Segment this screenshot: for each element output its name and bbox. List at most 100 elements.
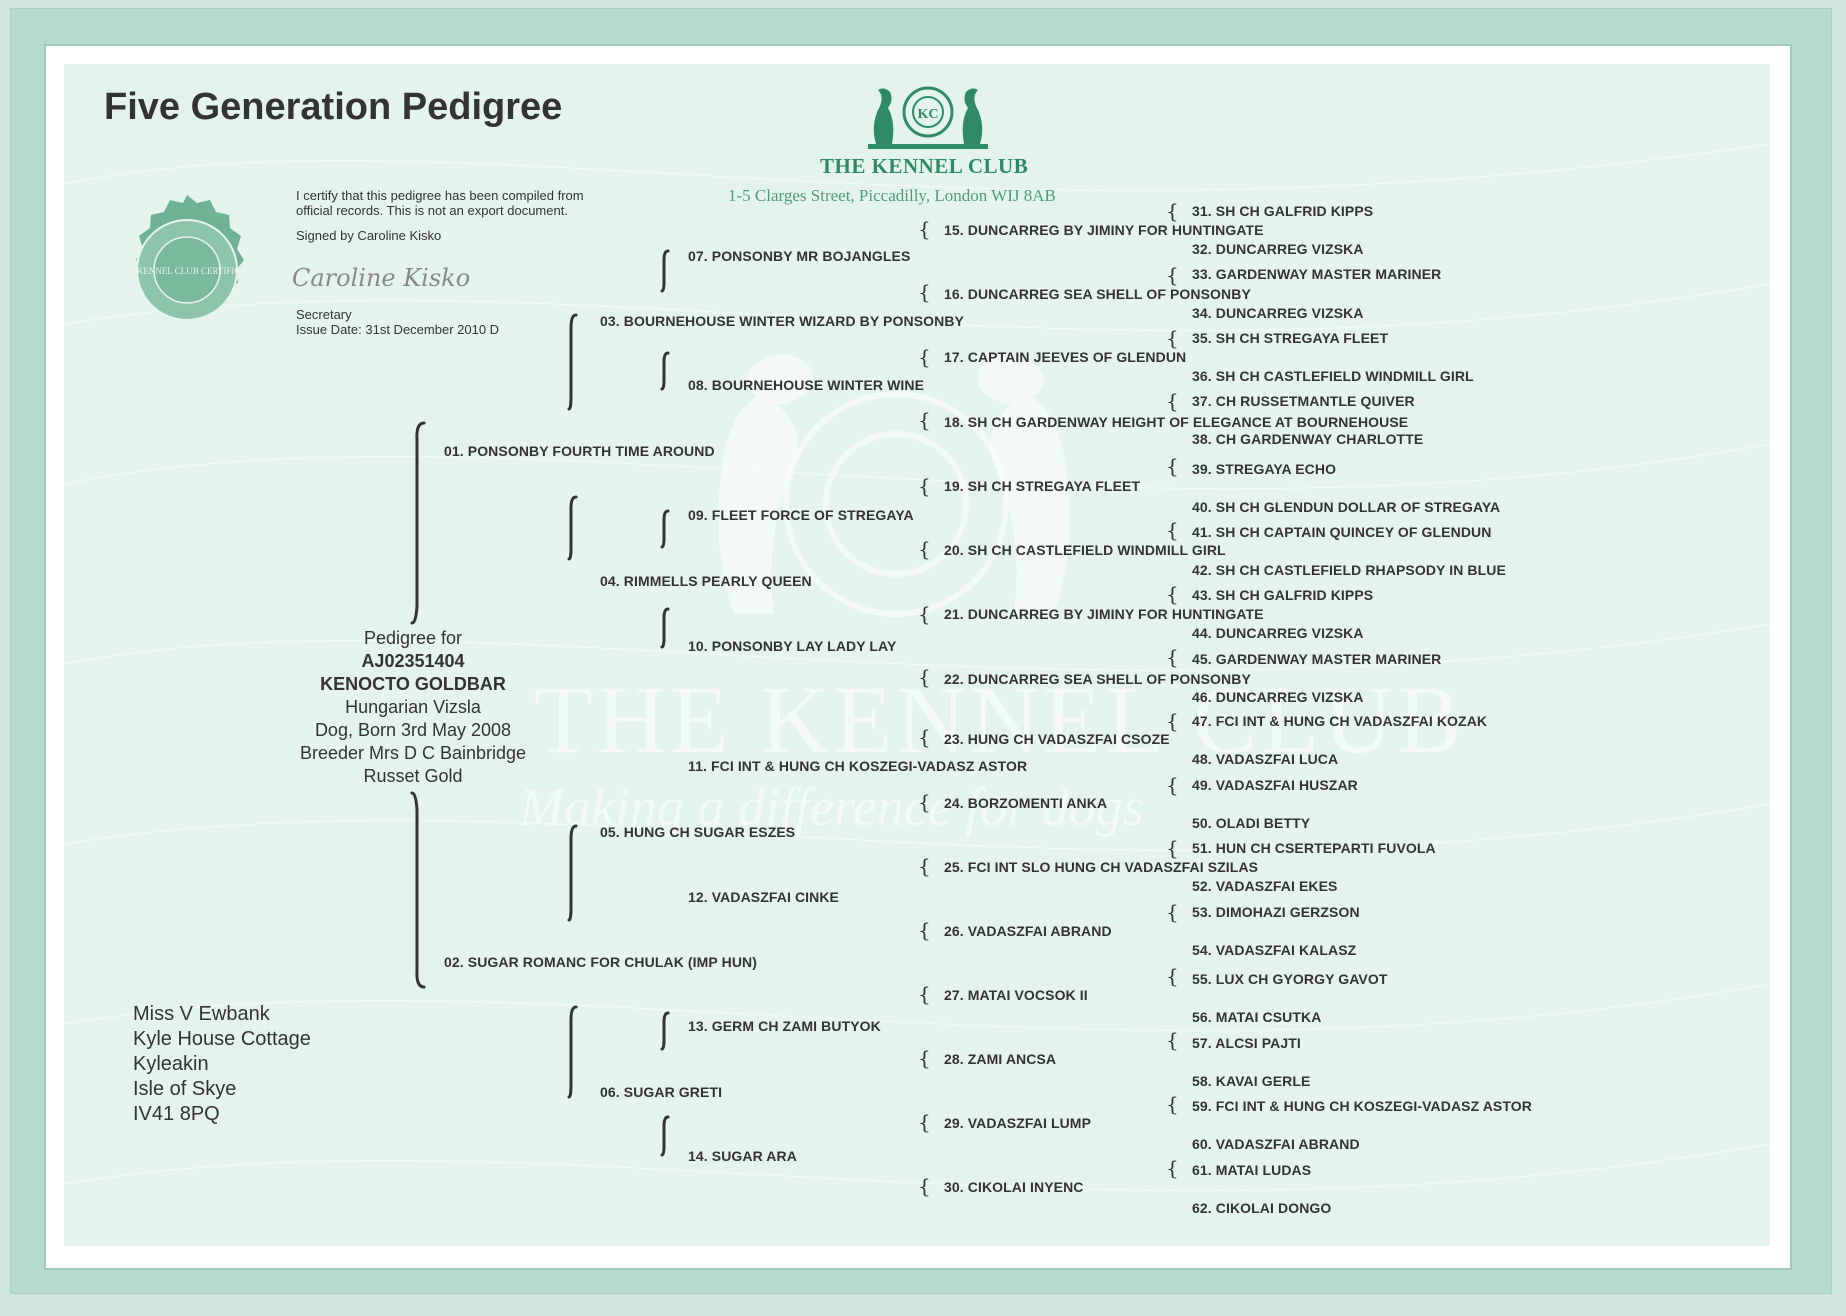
certification-line-2: official records. This is not an export … bbox=[296, 203, 568, 218]
gen5-ancestor-40: 40. SH CH GLENDUN DOLLAR OF STREGAYA bbox=[1192, 499, 1501, 515]
gen5-ancestor-33: 33. GARDENWAY MASTER MARINER bbox=[1192, 266, 1442, 282]
owner-line-1: Miss V Ewbank bbox=[133, 1003, 270, 1025]
subject-breeder: Breeder Mrs D C Bainbridge bbox=[299, 743, 527, 763]
kennel-club-logo: KC bbox=[868, 86, 988, 149]
gen4-ancestor-30: 30. CIKOLAI INYENC bbox=[944, 1179, 1084, 1195]
gen5-ancestor-58: 58. KAVAI GERLE bbox=[1192, 1073, 1311, 1089]
gen4-ancestor-21: 21. DUNCARREG BY JIMINY FOR HUNTINGATE bbox=[944, 606, 1264, 622]
certification-line-1: I certify that this pedigree has been co… bbox=[296, 188, 584, 203]
gen3-brace bbox=[660, 509, 670, 549]
gen5-brace: { bbox=[1166, 1156, 1179, 1180]
owner-line-4: Isle of Skye bbox=[133, 1078, 237, 1100]
gen2-brace bbox=[567, 495, 578, 561]
gen5-ancestor-59: 59. FCI INT & HUNG CH KOSZEGI-VADASZ AST… bbox=[1192, 1098, 1532, 1114]
gen3-ancestor-10: 10. PONSONBY LAY LADY LAY bbox=[688, 638, 897, 654]
secretary-role: Secretary bbox=[296, 307, 352, 322]
gen4-ancestor-27: 27. MATAI VOCSOK II bbox=[944, 987, 1088, 1003]
gen3-ancestor-09: 09. FLEET FORCE OF STREGAYA bbox=[688, 507, 914, 523]
gen3-ancestor-12: 12. VADASZFAI CINKE bbox=[688, 889, 839, 905]
gen5-ancestor-45: 45. GARDENWAY MASTER MARINER bbox=[1192, 651, 1442, 667]
gen3-brace bbox=[660, 607, 670, 649]
gen5-ancestor-34: 34. DUNCARREG VIZSKA bbox=[1192, 305, 1364, 321]
gen4-ancestor-22: 22. DUNCARREG SEA SHELL OF PONSONBY bbox=[944, 671, 1251, 687]
gen4-brace: { bbox=[918, 280, 931, 304]
gen5-brace: { bbox=[1166, 389, 1179, 413]
gen2-brace bbox=[567, 824, 578, 922]
gen5-ancestor-61: 61. MATAI LUDAS bbox=[1192, 1162, 1312, 1178]
gen5-brace: { bbox=[1166, 773, 1179, 797]
gen1-ancestor-01: 01. PONSONBY FOURTH TIME AROUND bbox=[444, 443, 715, 459]
gen5-ancestor-54: 54. VADASZFAI KALASZ bbox=[1192, 942, 1357, 958]
certificate-seal-icon: THE KENNEL CLUB CERTIFICATE bbox=[117, 195, 257, 321]
gen5-brace: { bbox=[1166, 1028, 1179, 1052]
gen4-ancestor-26: 26. VADASZFAI ABRAND bbox=[944, 923, 1112, 939]
page-title: Five Generation Pedigree bbox=[104, 86, 563, 128]
seal-text: THE KENNEL CLUB CERTIFICATE bbox=[117, 266, 257, 276]
gen5-ancestor-42: 42. SH CH CASTLEFIELD RHAPSODY IN BLUE bbox=[1192, 562, 1506, 578]
gen3-brace bbox=[660, 249, 670, 293]
owner-line-5: IV41 8PQ bbox=[133, 1103, 220, 1125]
subject-name: KENOCTO GOLDBAR bbox=[320, 674, 506, 694]
issue-date: Issue Date: 31st December 2010 D bbox=[296, 322, 500, 337]
crest-kc-text: KC bbox=[918, 107, 939, 122]
gen2-ancestor-04: 04. RIMMELLS PEARLY QUEEN bbox=[600, 573, 812, 589]
gen4-ancestor-29: 29. VADASZFAI LUMP bbox=[944, 1115, 1092, 1131]
gen4-ancestor-16: 16. DUNCARREG SEA SHELL OF PONSONBY bbox=[944, 286, 1251, 302]
gen5-ancestor-41: 41. SH CH CAPTAIN QUINCEY OF GLENDUN bbox=[1192, 524, 1492, 540]
gen3-brace bbox=[660, 1011, 670, 1051]
gen3-ancestor-14: 14. SUGAR ARA bbox=[688, 1148, 797, 1164]
gen5-ancestor-56: 56. MATAI CSUTKA bbox=[1192, 1009, 1322, 1025]
gen4-ancestor-19: 19. SH CH STREGAYA FLEET bbox=[944, 478, 1141, 494]
gen5-ancestor-53: 53. DIMOHAZI GERZSON bbox=[1192, 904, 1360, 920]
owner-address: Miss V Ewbank Kyle House Cottage Kyleaki… bbox=[133, 1002, 311, 1127]
gen3-ancestor-08: 08. BOURNEHOUSE WINTER WINE bbox=[688, 377, 925, 393]
gen2-ancestor-05: 05. HUNG CH SUGAR ESZES bbox=[600, 824, 796, 840]
gen5-ancestor-35: 35. SH CH STREGAYA FLEET bbox=[1192, 330, 1389, 346]
gen4-ancestor-28: 28. ZAMI ANCSA bbox=[944, 1051, 1057, 1067]
subject-dog: Pedigree for AJ02351404 KENOCTO GOLDBAR … bbox=[263, 627, 563, 788]
gen5-brace: { bbox=[1166, 645, 1179, 669]
gen5-ancestor-46: 46. DUNCARREG VIZSKA bbox=[1192, 689, 1364, 705]
gen3-brace bbox=[660, 351, 670, 391]
gen5-brace: { bbox=[1166, 582, 1179, 606]
gen3-ancestor-13: 13. GERM CH ZAMI BUTYOK bbox=[688, 1018, 881, 1034]
gen4-brace: { bbox=[918, 1110, 931, 1134]
gen5-ancestor-51: 51. HUN CH CSERTEPARTI FUVOLA bbox=[1192, 840, 1436, 856]
gen4-brace: { bbox=[918, 1046, 931, 1070]
gen5-ancestor-43: 43. SH CH GALFRID KIPPS bbox=[1192, 587, 1374, 603]
gen5-ancestor-37: 37. CH RUSSETMANTLE QUIVER bbox=[1192, 393, 1415, 409]
gen4-brace: { bbox=[918, 918, 931, 942]
gen5-ancestor-36: 36. SH CH CASTLEFIELD WINDMILL GIRL bbox=[1192, 368, 1474, 384]
club-address: 1-5 Clarges Street, Piccadilly, London W… bbox=[728, 186, 1056, 205]
gen4-ancestor-23: 23. HUNG CH VADASZFAI CSOZE bbox=[944, 731, 1170, 747]
gen5-ancestor-57: 57. ALCSI PAJTI bbox=[1192, 1035, 1301, 1051]
gen4-brace: { bbox=[918, 725, 931, 749]
subject-sex-born: Dog, Born 3rd May 2008 bbox=[314, 720, 512, 740]
gen4-brace: { bbox=[918, 790, 931, 814]
signature: Caroline Kisko bbox=[292, 264, 471, 292]
gen5-brace: { bbox=[1166, 964, 1179, 988]
gen2-brace bbox=[567, 1005, 578, 1099]
gen5-ancestor-32: 32. DUNCARREG VIZSKA bbox=[1192, 241, 1364, 257]
gen4-brace: { bbox=[918, 982, 931, 1006]
gen5-brace: { bbox=[1166, 900, 1179, 924]
gen4-brace: { bbox=[918, 474, 931, 498]
gen5-ancestor-38: 38. CH GARDENWAY CHARLOTTE bbox=[1192, 431, 1424, 447]
gen4-brace: { bbox=[918, 1174, 931, 1198]
gen5-ancestor-55: 55. LUX CH GYORGY GAVOT bbox=[1192, 971, 1388, 987]
owner-line-3: Kyleakin bbox=[133, 1053, 209, 1075]
gen5-ancestor-39: 39. STREGAYA ECHO bbox=[1192, 461, 1337, 477]
gen5-brace: { bbox=[1166, 454, 1179, 478]
gen4-brace: { bbox=[918, 537, 931, 561]
subject-reg-no: AJ02351404 bbox=[361, 651, 465, 671]
gen3-brace bbox=[660, 1115, 670, 1157]
gen4-brace: { bbox=[918, 665, 931, 689]
gen1-ancestor-02: 02. SUGAR ROMANC FOR CHULAK (IMP HUN) bbox=[444, 954, 757, 970]
gen1-brace-sire bbox=[410, 421, 426, 625]
gen4-ancestor-25: 25. FCI INT SLO HUNG CH VADASZFAI SZILAS bbox=[944, 859, 1259, 875]
gen3-ancestor-11: 11. FCI INT & HUNG CH KOSZEGI-VADASZ AST… bbox=[688, 758, 1028, 774]
gen5-brace: { bbox=[1166, 199, 1179, 223]
gen2-ancestor-06: 06. SUGAR GRETI bbox=[600, 1084, 723, 1100]
gen5-ancestor-48: 48. VADASZFAI LUCA bbox=[1192, 751, 1339, 767]
certification-statement: I certify that this pedigree has been co… bbox=[296, 188, 584, 218]
